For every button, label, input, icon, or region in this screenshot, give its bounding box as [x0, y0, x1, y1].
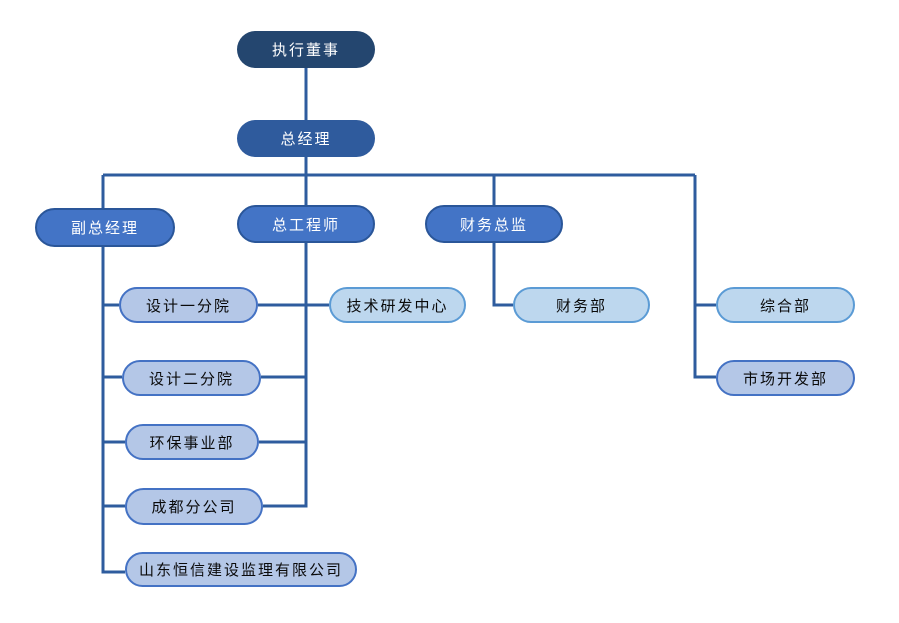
org-node-label: 山东恒信建设监理有限公司 — [138, 561, 343, 579]
connector — [101, 247, 125, 574]
org-node-label: 副总经理 — [70, 219, 139, 237]
connector — [693, 175, 716, 379]
org-node-label: 执行董事 — [271, 41, 340, 59]
org-node-label: 环保事业部 — [149, 433, 235, 452]
org-node-chief-engineer: 总工程师 — [237, 205, 375, 243]
org-node-label: 综合部 — [759, 296, 811, 315]
org-node-design-branch-1: 设计一分院 — [119, 287, 258, 323]
org-node-label: 成都分公司 — [151, 498, 237, 516]
connector — [263, 243, 308, 508]
org-node-finance-dept: 财务部 — [513, 287, 650, 323]
org-node-label: 财务部 — [555, 296, 607, 315]
org-node-finance-director: 财务总监 — [425, 205, 563, 243]
org-node-label: 技术研发中心 — [346, 296, 449, 315]
org-node-label: 设计一分院 — [145, 296, 231, 315]
org-node-label: 市场开发部 — [742, 369, 828, 388]
org-node-deputy-general-manager: 副总经理 — [35, 208, 175, 247]
connector — [492, 243, 513, 307]
org-node-design-branch-2: 设计二分院 — [122, 360, 261, 396]
org-node-executive-director: 执行董事 — [237, 31, 375, 68]
org-node-label: 设计二分院 — [148, 369, 234, 388]
org-node-market-dev-dept: 市场开发部 — [716, 360, 855, 396]
org-node-chengdu-branch: 成都分公司 — [125, 488, 263, 525]
org-node-tech-rd-center: 技术研发中心 — [329, 287, 466, 323]
org-node-label: 财务总监 — [459, 215, 528, 234]
org-node-environmental-division: 环保事业部 — [125, 424, 259, 460]
org-node-label: 总经理 — [280, 130, 332, 148]
org-node-general-dept: 综合部 — [716, 287, 855, 323]
org-node-shandong-hengxin: 山东恒信建设监理有限公司 — [125, 552, 357, 587]
org-node-label: 总工程师 — [271, 215, 340, 234]
org-node-general-manager: 总经理 — [237, 120, 375, 157]
